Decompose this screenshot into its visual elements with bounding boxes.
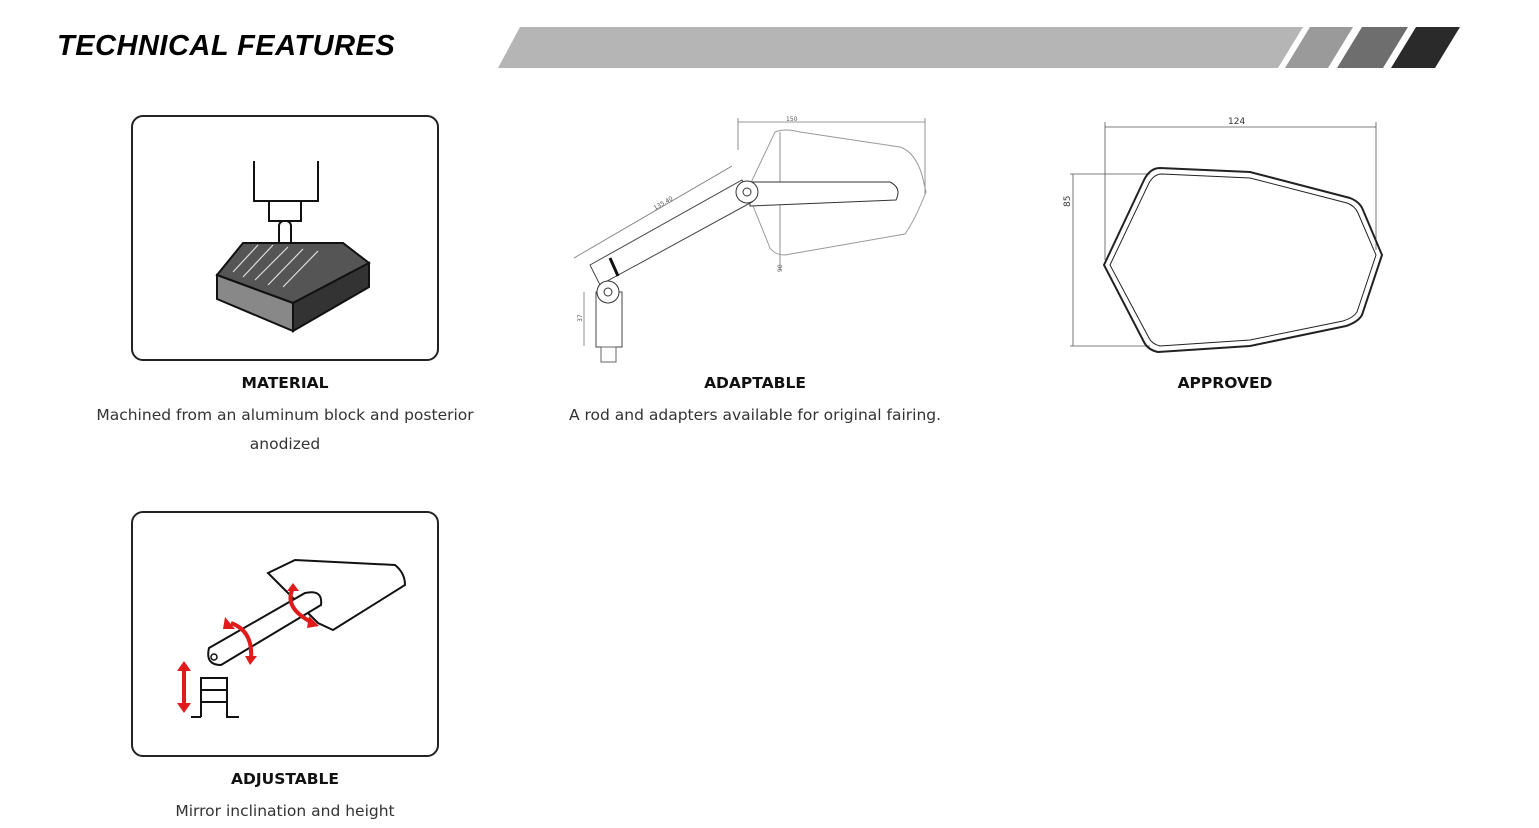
adjust-icon <box>177 558 407 718</box>
feature-title: MATERIAL <box>241 374 329 392</box>
page-title: TECHNICAL FEATURES <box>57 30 396 62</box>
feature-adaptable: ADAPTABLE A rod and adapters available f… <box>550 374 960 430</box>
feature-description: Mirror inclination and height <box>175 802 395 820</box>
dim-width: 150 <box>786 116 798 123</box>
mirror-side-drawing: 150 135.40 90 37 <box>573 116 927 363</box>
feature-title: APPROVED <box>1177 374 1273 392</box>
dim-width: 124 <box>1228 117 1245 127</box>
dim-height: 85 <box>1063 196 1073 207</box>
feature-description: A rod and adapters available for origina… <box>568 406 942 424</box>
feature-title: ADAPTABLE <box>704 374 806 392</box>
feature-description: Machined from an aluminum block and post… <box>96 406 474 453</box>
mirror-front-drawing: 124 85 <box>1063 117 1384 354</box>
machining-icon <box>215 161 371 333</box>
dim-arm: 135.40 <box>653 195 675 212</box>
feature-material: MATERIAL Machined from an aluminum block… <box>80 374 490 459</box>
material-icon-box <box>131 115 439 361</box>
feature-adjustable: ADJUSTABLE Mirror inclination and height <box>80 770 490 826</box>
feature-title: ADJUSTABLE <box>230 770 340 788</box>
adjustable-icon-box <box>131 511 439 757</box>
dim-mount: 37 <box>577 314 584 322</box>
feature-approved: APPROVED <box>1020 374 1430 401</box>
header-banner <box>498 27 1460 68</box>
dim-height: 90 <box>777 264 784 272</box>
